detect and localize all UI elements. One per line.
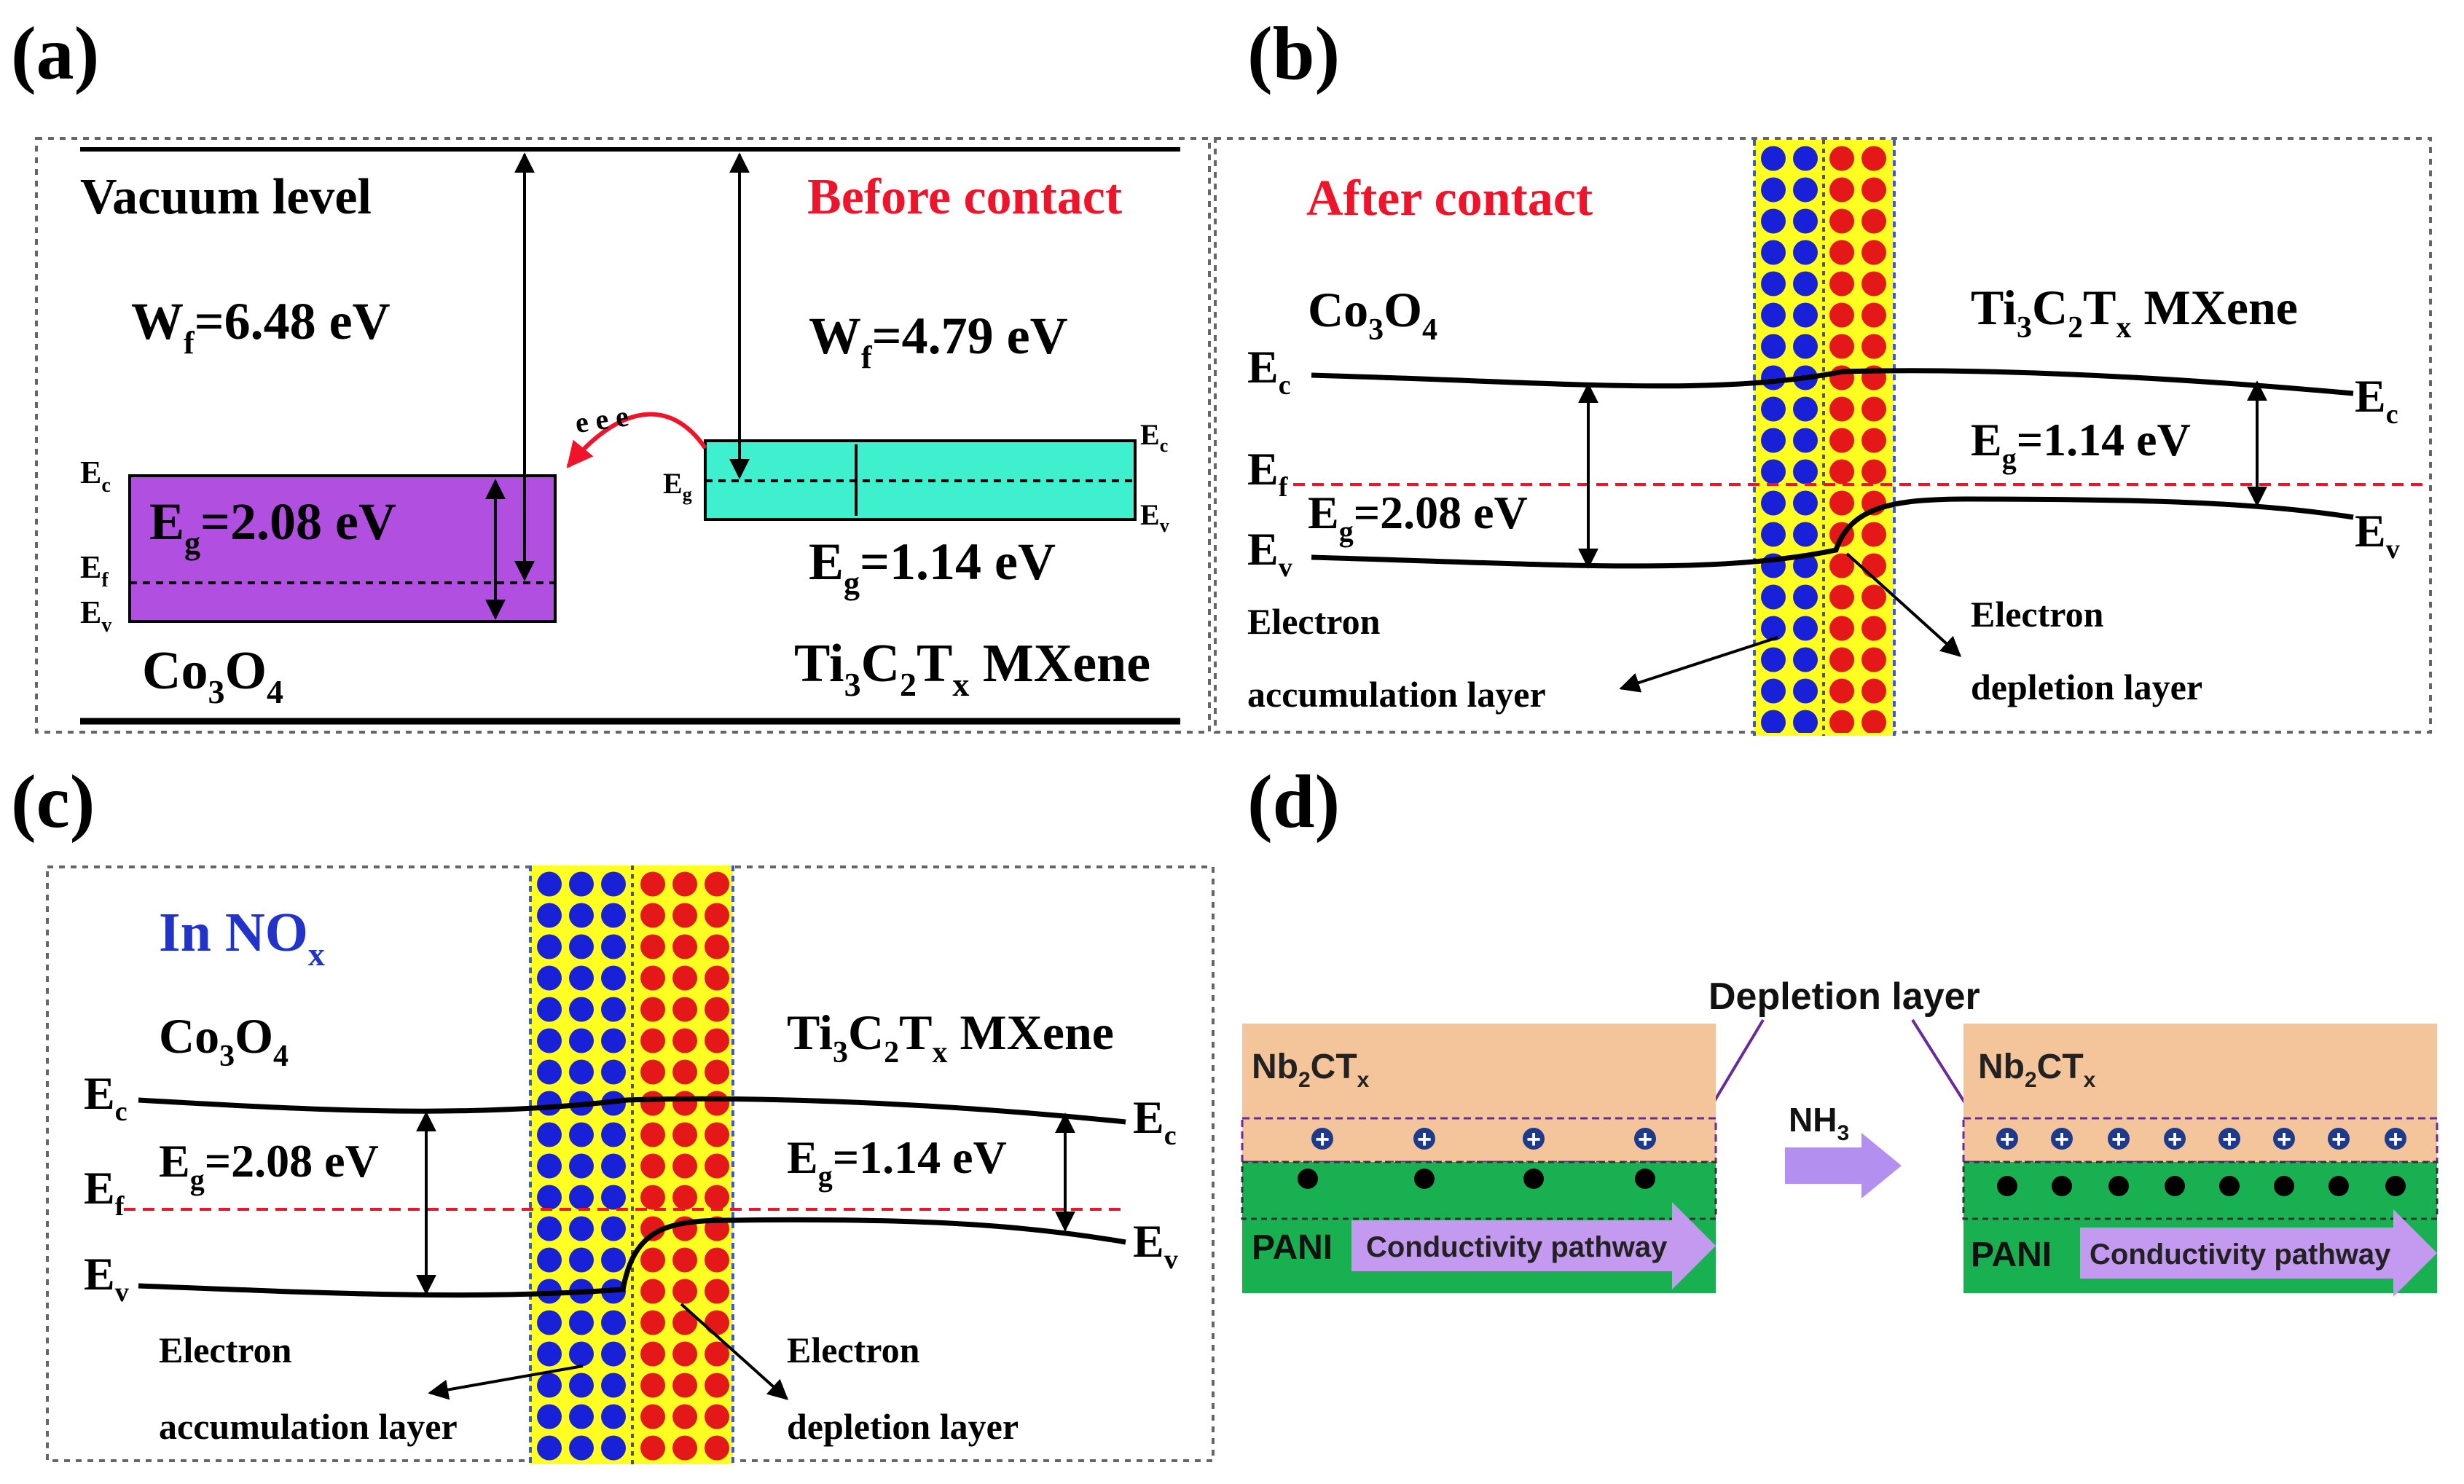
depletion-label-2-c: depletion layer xyxy=(787,1406,1019,1447)
ec-right-label-b: Ec xyxy=(2355,370,2398,430)
ev-left-label: Ev xyxy=(80,594,111,637)
ev-curve-b xyxy=(1311,496,2354,569)
ev-left-label-c: Ev xyxy=(84,1248,129,1308)
plus-charge: + xyxy=(1526,1126,1541,1153)
hole-column-c xyxy=(637,868,733,1461)
plus-charges-left: + + + + xyxy=(1311,1126,1656,1153)
eg-left-label-c: Eg=2.08 eV xyxy=(159,1135,379,1196)
nb2ctx-label-right: Nb2CTx xyxy=(1978,1048,2096,1092)
eg-right-label: Eg=1.14 eV xyxy=(809,533,1056,601)
depletion-layer-label: Depletion layer xyxy=(1708,975,1980,1018)
electron-column-c xyxy=(533,868,629,1461)
plus-charge: + xyxy=(1315,1126,1330,1153)
pani-depletion-band-right xyxy=(1962,1161,2439,1220)
accumulation-label-2-c: accumulation layer xyxy=(159,1406,458,1447)
panel-a: (a) Vacuum level Before contact Wf=6.48 … xyxy=(11,12,1211,734)
pani-label-left: PANI xyxy=(1252,1228,1333,1267)
conductivity-arrow-right xyxy=(2080,1209,2437,1297)
mxene-label-b: Ti3C2Tx MXene xyxy=(1971,280,2298,345)
wf-left-label: Wf=6.48 eV xyxy=(131,292,391,361)
ec-left-label-c: Ec xyxy=(84,1067,127,1127)
plus-charge: + xyxy=(2331,1126,2346,1153)
pathway-label-right: Conductivity pathway xyxy=(2090,1238,2391,1271)
pani-label-right: PANI xyxy=(1971,1236,2052,1274)
eg-left-label: Eg=2.08 eV xyxy=(149,492,396,561)
mxene-label-c: Ti3C2Tx MXene xyxy=(787,1005,1114,1069)
depletion-label-1-c: Electron xyxy=(787,1330,920,1370)
plus-charge: + xyxy=(2111,1126,2126,1153)
pani-depletion-band-left xyxy=(1241,1161,1717,1220)
plus-charge: + xyxy=(2222,1126,2237,1153)
eg-small-label: Eg xyxy=(663,467,692,505)
panel-a-tag: (a) xyxy=(11,12,99,95)
depletion-pointer-c xyxy=(680,1303,789,1400)
vacuum-level-label: Vacuum level xyxy=(80,169,372,225)
after-contact-label: After contact xyxy=(1306,170,1593,227)
panel-c-tag: (c) xyxy=(11,760,95,844)
eg-left-label-b: Eg=2.08 eV xyxy=(1308,487,1528,548)
co3o4-label-c: Co3O4 xyxy=(159,1008,289,1073)
electrons-label: e e e xyxy=(573,399,631,439)
in-nox-label: In NOx xyxy=(159,902,325,973)
ev-left-label-b: Ev xyxy=(1247,523,1292,583)
eg-right-label-c: Eg=1.14 eV xyxy=(787,1131,1007,1193)
ev-right-label-c: Ev xyxy=(1133,1215,1178,1275)
ef-left-label: Ef xyxy=(80,549,109,592)
plus-charge: + xyxy=(2388,1126,2403,1153)
co3o4-label-b: Co3O4 xyxy=(1308,282,1437,347)
depletion-pointer-b xyxy=(1845,552,1962,657)
panel-d-tag: (d) xyxy=(1247,760,1340,844)
conductivity-arrow-left xyxy=(1351,1202,1716,1289)
nh3-label: NH3 xyxy=(1789,1101,1849,1145)
plus-charge: + xyxy=(2000,1126,2014,1153)
plus-charge: + xyxy=(2167,1126,2182,1153)
accumulation-label-2-b: accumulation layer xyxy=(1247,674,1546,715)
accumulation-label-1-b: Electron xyxy=(1247,601,1381,642)
plus-charges-right: + + + + + + + + xyxy=(1996,1126,2406,1153)
panel-d: (d) Depletion layer Nb2CTx + + + + PANI … xyxy=(1241,760,2439,1297)
co3o4-band xyxy=(128,474,557,623)
ef-left-label-c: Ef xyxy=(84,1162,125,1222)
panel-b-tag: (b) xyxy=(1247,12,1340,95)
plus-charge: + xyxy=(2055,1126,2069,1153)
wf-right-label: Wf=4.79 eV xyxy=(809,307,1068,375)
ev-right-label-b: Ev xyxy=(2355,505,2400,565)
nh3-arrow xyxy=(1785,1133,1902,1198)
ec-left-label-b: Ec xyxy=(1247,341,1291,401)
nb2ctx-label-left: Nb2CTx xyxy=(1252,1048,1370,1092)
ec-right-label-c: Ec xyxy=(1133,1091,1177,1151)
ec-curve-c xyxy=(138,1096,1126,1125)
electron-column-b xyxy=(1757,143,1821,733)
accumulation-label-1-c: Electron xyxy=(159,1330,292,1370)
mxene-label-a: Ti3C2Tx MXene xyxy=(794,634,1150,703)
ec-right-label: Ec xyxy=(1140,418,1168,456)
co3o4-label-a: Co3O4 xyxy=(142,641,283,710)
hole-column-b xyxy=(1826,143,1890,733)
depletion-band-right xyxy=(1962,1117,2439,1163)
ev-curve-c xyxy=(138,1217,1126,1298)
ec-left-label: Ec xyxy=(80,455,111,497)
depletion-label-1-b: Electron xyxy=(1971,594,2104,635)
panel-b: (b) After contact Co3O4 Ti3C2Tx MXene Eg… xyxy=(1214,12,2432,736)
before-contact-label: Before contact xyxy=(807,169,1122,225)
panel-a-frame xyxy=(35,137,1211,734)
ev-right-label: Ev xyxy=(1140,498,1169,536)
plus-charge: + xyxy=(1417,1126,1432,1153)
depletion-label-2-b: depletion layer xyxy=(1971,667,2202,707)
pathway-label-left: Conductivity pathway xyxy=(1366,1231,1668,1263)
accumulation-pointer-b xyxy=(1619,636,1778,693)
electron-transfer-arrow xyxy=(566,412,707,468)
ef-left-label-b: Ef xyxy=(1247,443,1289,503)
plus-charge: + xyxy=(1638,1126,1652,1153)
electrons-right xyxy=(1997,1176,2406,1196)
stack-after: Nb2CTx + + + + + + + + PANI Conductivity… xyxy=(1962,1024,2439,1297)
accumulation-pointer-c xyxy=(428,1365,584,1400)
eg-right-label-b: Eg=1.14 eV xyxy=(1971,414,2191,475)
stack-before: Nb2CTx + + + + PANI Conductivity pathway xyxy=(1241,1024,1717,1293)
ec-curve-b xyxy=(1311,368,2354,396)
panel-c: (c) In NOx Co3O4 Ti3C2Tx MXene Eg=2.08 e… xyxy=(11,760,1215,1464)
electrons-left xyxy=(1298,1169,1655,1189)
plus-charge: + xyxy=(2277,1126,2291,1153)
